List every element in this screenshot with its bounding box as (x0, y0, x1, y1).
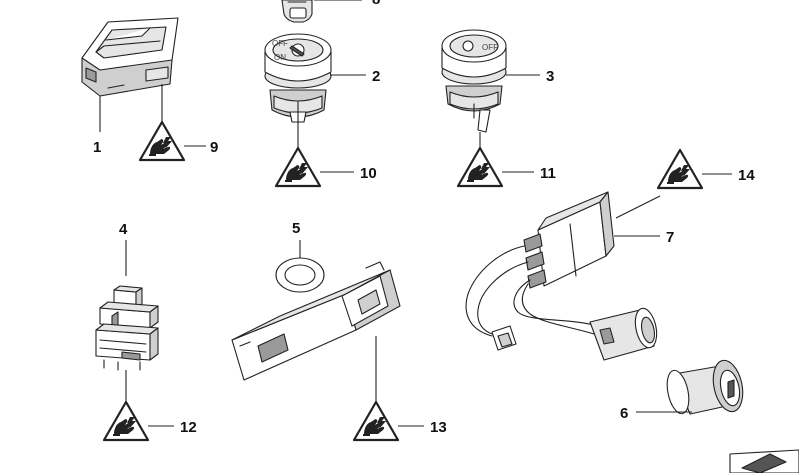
esd-warning-icon-14 (656, 148, 704, 190)
leader-14-down (615, 195, 661, 219)
callout-3: 3 (546, 68, 554, 85)
callout-1: 1 (93, 139, 101, 156)
callout-9: 9 (210, 139, 218, 156)
callout-2: 2 (372, 68, 380, 85)
part-8-plug (281, 0, 313, 23)
callout-14: 14 (738, 167, 755, 184)
callout-6: 6 (620, 405, 628, 422)
part-6-socket (666, 359, 744, 415)
switch-off-mark-2: OFF (482, 43, 498, 52)
part-1-switch (81, 17, 179, 97)
switch-off-mark: OFF (272, 39, 288, 48)
callout-11: 11 (540, 165, 556, 182)
switch-on-mark: ON (274, 53, 286, 62)
esd-warning-icon-12 (102, 400, 150, 442)
callout-7: 7 (666, 229, 674, 246)
esd-warning-icon-11 (456, 146, 504, 188)
esd-warning-icon-10 (274, 146, 322, 188)
callout-8: 8 (372, 0, 380, 8)
esd-warning-icon-9 (138, 120, 186, 162)
callout-4: 4 (119, 221, 128, 238)
part-3-rotary-switch (441, 29, 507, 133)
part-2-rotary-switch (264, 33, 332, 123)
esd-warning-icon-13 (352, 400, 400, 442)
callout-12: 12 (180, 419, 197, 436)
part-4-relay (95, 285, 159, 371)
part-5-module (231, 257, 401, 381)
callout-13: 13 (430, 419, 447, 436)
callout-10: 10 (360, 165, 377, 182)
part-7-socket-harness (465, 191, 658, 361)
callout-5: 5 (292, 220, 300, 237)
corner-pictogram (729, 449, 799, 473)
